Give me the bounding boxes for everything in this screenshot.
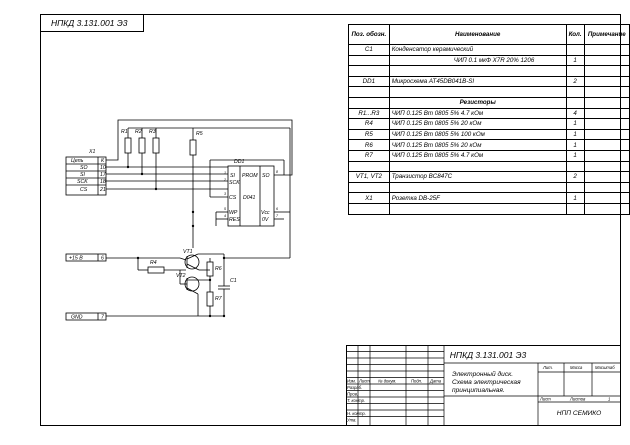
label-r7: R7 [215,296,223,302]
drawing-frame [40,14,621,426]
resistor-r1 [124,137,132,154]
resistor-r5 [189,139,197,156]
stamp-hdr-doc: № докум. [378,379,396,384]
chip-pin-num-6: 6 [276,207,278,211]
stamp-mass: Масса [570,365,583,370]
stamp-role-1: Пров. [347,392,358,397]
label-r1: R1 [121,129,128,135]
chip-pin-cs: CS [229,195,237,201]
label-dd1: DD1 [234,159,244,165]
conn-row-3-pin: 18 [100,179,106,185]
title-block [346,345,621,426]
chip-pin-num-2: 2 [223,178,226,182]
power-label: +15 В [69,256,83,262]
chip-pin-wp: WP [229,210,238,216]
label-c1: C1 [230,278,237,284]
spec-header-note: Примечание [583,24,630,45]
conn-row-4-label: CS [80,187,88,193]
conn-row-1-pin: 10 [100,165,106,171]
stamp-role-5: Утв. [347,418,357,423]
conn-row-0-label: Цепь [71,158,84,164]
stamp-hdr-date: Дата [429,379,442,384]
stamp-title-3: принципиальная. [452,387,505,394]
stamp-hdr-list: Лист [358,379,370,384]
conn-row-3-label: SCK [77,179,88,185]
chip-pin-num-8: 8 [276,170,278,174]
chip-pin-sck: SCK [229,180,240,186]
power-terminal [65,253,107,262]
label-r3: R3 [149,129,156,135]
spec-header-pos: Поз. обозн. [348,24,390,45]
label-r2: R2 [135,129,142,135]
stamp-title-1: Электронный диск. [452,370,513,378]
chip-pin-si: SI [230,173,235,179]
power-pin: 6 [101,256,104,262]
stamp-sheet: Лист [539,397,551,402]
label-r5: R5 [196,131,203,137]
spec-row [348,202,630,215]
stamp-lit: Лит. [542,365,553,370]
gnd-label: GND [71,315,83,321]
chip-center-prom: PROM [242,173,258,179]
resistor-r7 [206,291,214,307]
conn-row-0-pin: К [101,158,105,164]
stamp-role-4: Н. контр. [347,411,366,416]
resistor-r6 [206,261,214,277]
spec-cell-name [388,202,567,215]
label-connector: X1 [88,149,95,155]
stamp-hdr-sign: Подп. [411,379,422,384]
chip-pin-num-3: 3 [224,192,226,196]
conn-row-4-pin: 21 [99,187,106,193]
chip-pin-so: SO [262,173,270,179]
chip-center-d041: D041 [243,195,256,201]
stamp-sheets: Листов [569,397,586,402]
chip-pin-num-1: 1 [224,171,226,175]
label-r6: R6 [215,266,222,272]
chip-pin-num-5: 5 [224,207,226,211]
resistor-r3 [152,137,160,154]
label-r4: R4 [150,260,157,266]
stamp-hdr-izm: Изм. [347,379,356,384]
spec-cell-note [583,202,630,215]
stamp-company: НПП СЕМИКО [557,410,601,417]
conn-row-2-label: SI [80,172,85,178]
stamp-role-2: Т. контр. [347,398,365,403]
resistor-r4 [147,266,165,274]
chip-pin-num-4: 4 [224,214,226,218]
connector-x1 [65,156,107,196]
conn-row-2-pin: 17 [100,172,107,178]
chip-pin-res: RES [229,217,240,223]
resistor-r2 [138,137,146,154]
stamp-sheets-count: 1 [608,397,610,402]
chip-pin-num-7: 7 [276,214,279,218]
title-block-grid: Изм. Лист № докум. Подп. Дата Разраб. Пр… [346,345,621,426]
label-vt1: VT1 [183,249,193,255]
stamp-title-2: Схема электрическая [452,379,521,386]
chip-pin-0v: 0V [262,217,269,223]
conn-row-1-label: SO [80,165,88,171]
spec-header-name: Наименование [388,24,567,45]
chip-dd1 [227,165,275,227]
chip-pin-vcc: Vcc [261,210,270,216]
gnd-pin: 7 [101,315,105,321]
stamp-role-0: Разраб. [347,385,362,390]
gnd-terminal [65,312,107,321]
stamp-scale: Масштаб [595,365,615,370]
stamp-code: НПКД 3.131.001 Э3 [450,350,527,360]
label-vt2: VT2 [176,273,186,279]
doc-code-stamp: НПКД 3.131.001 Э3 [40,14,144,32]
